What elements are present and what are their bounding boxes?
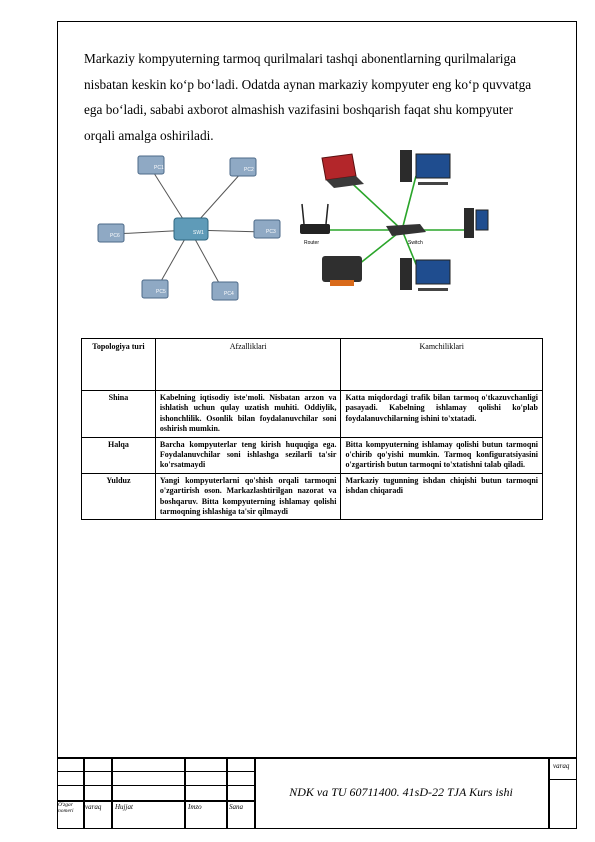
laptop-icon <box>321 153 364 188</box>
router-icon: Router <box>300 203 330 246</box>
header-topology-type: Topologiya turi <box>81 338 156 391</box>
col-hujjat: Hujjat <box>115 803 133 811</box>
topology-name: Yulduz <box>81 472 156 521</box>
col-ozgar: O'zgar <box>58 802 73 808</box>
router-label: Router <box>304 240 319 246</box>
hub-switch-icon: SW1 <box>173 217 209 241</box>
pc-label: PC1 <box>154 165 164 171</box>
pc-node-4: PC4 <box>211 281 239 301</box>
topology-name: Halqa <box>81 436 156 474</box>
table-row: Halqa Barcha kompyuterlar teng kirish hu… <box>81 436 543 474</box>
disadvantages-cell: Markaziy tugunning ishdan chiqishi butun… <box>340 472 543 521</box>
disadvantages-cell: Katta miqdordagi trafik bilan tarmoq o't… <box>340 390 543 438</box>
pc-node-2: PC2 <box>229 157 257 177</box>
table-header-row: Topologiya turi Afzalliklari Kamchilikla… <box>81 338 543 391</box>
advantages-cell: Kabelning iqtisodiy iste'moli. Nisbatan … <box>154 390 342 438</box>
network-diagrams: PC1 PC2 PC3 PC4 PC5 PC6 <box>97 150 489 301</box>
desktop-pc-icon-right <box>464 208 489 238</box>
header-disadvantages: Kamchiliklari <box>340 338 543 391</box>
pc-label: PC5 <box>156 289 166 295</box>
pc-label: PC6 <box>110 233 120 239</box>
advantages-cell: Yangi kompyuterlarni qo'shish orqali tar… <box>154 472 342 521</box>
col-imzo: Imzo <box>188 803 202 811</box>
topology-table: Topologiya turi Afzalliklari Kamchilikla… <box>81 338 543 521</box>
switch-network-diagram: Router Switch <box>300 150 489 291</box>
network-switch-icon: Switch <box>386 224 426 246</box>
topology-name: Shina <box>81 390 156 438</box>
desktop-pc-icon-top <box>400 150 451 185</box>
title-block: O'zgar nomeri varaq Hujjat Imzo Sana var… <box>57 757 577 829</box>
pc-label: PC2 <box>244 167 254 173</box>
col-varaq: varaq <box>85 803 102 811</box>
document-code: NDK va TU 60711400. 41sD-22 TJA Kurs ish… <box>289 785 513 799</box>
pc-node-6: PC6 <box>97 223 125 243</box>
advantages-cell: Barcha kompyuterlar teng kirish huquqiga… <box>154 436 342 474</box>
sheet-label: varaq <box>553 762 570 770</box>
switch-label: Switch <box>408 240 423 246</box>
intro-paragraph: Markaziy kompyuterning tarmoq qurilmalar… <box>84 51 532 143</box>
star-topology-diagram: PC1 PC2 PC3 PC4 PC5 PC6 <box>97 155 281 301</box>
col-nomer: nomeri <box>58 808 74 814</box>
topology-figure: PC1 PC2 PC3 PC4 PC5 PC6 <box>90 146 490 306</box>
hub-label: SW1 <box>193 230 204 236</box>
table-row: Yulduz Yangi kompyuterlarni qo'shish orq… <box>81 472 543 521</box>
col-sana: Sana <box>229 803 243 811</box>
disadvantages-cell: Bitta kompyuterning ishlamay qolishi but… <box>340 436 543 474</box>
header-advantages: Afzalliklari <box>154 338 342 391</box>
printer-icon <box>322 256 362 286</box>
pc-node-5: PC5 <box>141 279 169 299</box>
pc-node-1: PC1 <box>137 155 165 175</box>
desktop-pc-icon-bottom <box>400 258 451 291</box>
pc-node-3: PC3 <box>253 219 281 239</box>
pc-label: PC3 <box>266 229 276 235</box>
pc-label: PC4 <box>224 291 234 297</box>
table-row: Shina Kabelning iqtisodiy iste'moli. Nis… <box>81 390 543 438</box>
page-frame <box>57 21 577 829</box>
